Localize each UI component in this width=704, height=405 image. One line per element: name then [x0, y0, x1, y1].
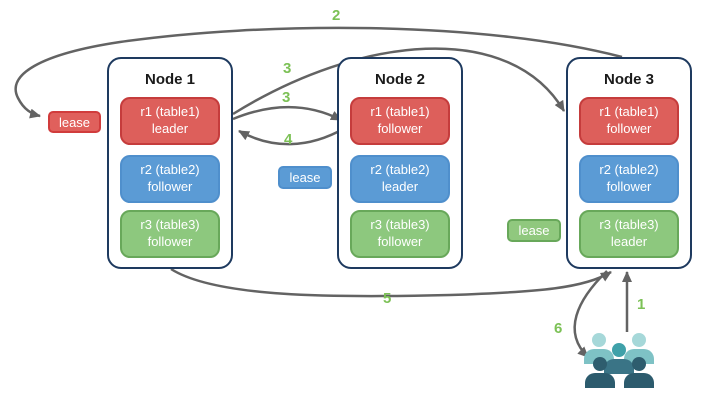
step-label-6: 6: [554, 320, 563, 337]
step-label-5: 5: [383, 290, 392, 307]
node-3-replica-r2: r2 (table2) follower: [579, 155, 679, 203]
replica-name: r2 (table2): [599, 162, 659, 178]
node-1-replica-r2: r2 (table2) follower: [120, 155, 220, 203]
person-icon: [585, 357, 615, 399]
node-3-replica-r1: r1 (table1) follower: [579, 97, 679, 145]
person-icon: [584, 333, 614, 375]
replica-role: leader: [610, 234, 648, 249]
replica-role: follower: [147, 234, 193, 249]
replica-name: r1 (table1): [370, 104, 430, 120]
replica-name: r2 (table2): [140, 162, 200, 178]
replica-role: leader: [151, 121, 189, 136]
node-1-title: Node 1: [144, 71, 195, 88]
replica-name: r1 (table1): [140, 104, 200, 120]
node-1: Node 1 r1 (table1) leader r2 (table2) fo…: [107, 57, 233, 269]
node-1-replica-r1: r1 (table1) leader: [120, 97, 220, 145]
step-label-4: 4: [284, 131, 293, 148]
replica-name: r2 (table2): [370, 162, 430, 178]
step-label-1: 1: [637, 296, 646, 313]
node-3-replica-r3: r3 (table3) leader: [579, 210, 679, 258]
users-group-icon: [576, 331, 662, 395]
person-icon: [604, 343, 634, 385]
replica-name: r3 (table3): [140, 217, 200, 233]
node-2-replica-r3: r3 (table3) follower: [350, 210, 450, 258]
step-label-2: 2: [332, 7, 341, 24]
replica-role: leader: [381, 179, 419, 194]
lease-badge-table1: lease: [48, 111, 101, 133]
node-2-title: Node 2: [374, 71, 425, 88]
replica-role: follower: [377, 234, 423, 249]
arrow-step-3-node1-to-node2: [232, 105, 342, 122]
node-2-replica-r2: r2 (table2) leader: [350, 155, 450, 203]
step-label-3b: 3: [282, 89, 291, 106]
replica-role: follower: [147, 179, 193, 194]
replica-role: follower: [606, 179, 652, 194]
lease-badge-table2: lease: [278, 166, 332, 189]
replica-name: r1 (table1): [599, 104, 659, 120]
replica-name: r3 (table3): [599, 217, 659, 233]
node-2: Node 2 r1 (table1) follower r2 (table2) …: [337, 57, 463, 269]
lease-badge-table3: lease: [507, 219, 561, 242]
node-3-title: Node 3: [603, 71, 654, 88]
node-3: Node 3 r1 (table1) follower r2 (table2) …: [566, 57, 692, 269]
person-icon: [624, 357, 654, 399]
node-2-replica-r1: r1 (table1) follower: [350, 97, 450, 145]
replica-name: r3 (table3): [370, 217, 430, 233]
step-label-3a: 3: [283, 60, 292, 77]
node-1-replica-r3: r3 (table3) follower: [120, 210, 220, 258]
replica-role: follower: [377, 121, 423, 136]
person-icon: [624, 333, 654, 375]
replica-role: follower: [606, 121, 652, 136]
